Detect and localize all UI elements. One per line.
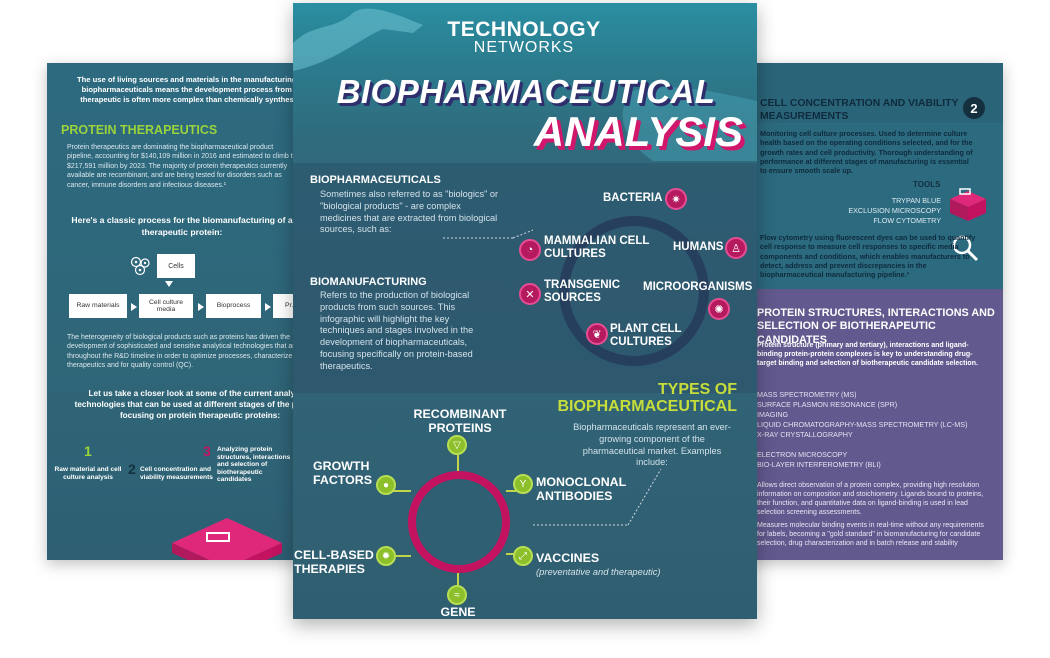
flow-cells: Cells [157,254,195,278]
cell-therapy-icon: ✹ [376,546,396,566]
type-gene-label: GENE [440,605,476,619]
type-cellbased-label: CELL-BASED THERAPIES [294,548,374,577]
left-intro: The use of living sources and materials … [77,75,337,104]
tool-item: FLOW CYTOMETRY [873,216,941,225]
center-page: TECHNOLOGY NETWORKS BIOPHARMACEUTICAL AN… [293,3,757,619]
flow-arrow [265,303,271,311]
flow-arrow-down [165,281,173,287]
step-2-number: 2 [128,461,136,477]
technique-item: MASS SPECTROMETRY (MS) [757,390,857,399]
type-recombinant-label: RECOMBINANT PROTEINS [413,407,507,436]
vaccine-icon: ⤢ [513,546,533,566]
flow-raw-materials: Raw materials [69,294,127,318]
type-vaccines-label: VACCINES [536,551,600,565]
spoke [387,555,411,557]
transgenic-icon: ✕ [519,283,541,305]
flow-arrow [131,303,137,311]
step-3-label: Analyzing protein structures, interactio… [217,446,291,484]
step-2-label: Cell concentration and viability measure… [140,466,213,481]
technique-item: X-RAY CRYSTALLOGRAPHY [757,430,853,439]
type-growth-label: GROWTH FACTORS [313,459,372,488]
protein-structures-text: Protein structure (primary and tertiary)… [757,342,978,368]
microorganism-icon: ✺ [708,298,730,320]
heterogeneity-text: The heterogeneity of biological products… [67,334,326,370]
bacteria-icon: ✷ [665,188,687,210]
biomanufacturing-heading: BIOMANUFACTURING [310,276,427,288]
spoke [457,455,459,473]
source-transgenic-label: TRANSGENIC SOURCES [544,279,621,305]
dotted-connector [533,468,662,526]
technique-item: SURFACE PLASMON RESONANCE (SPR) [757,400,898,409]
human-icon: ♙ [725,237,747,259]
brand-line-2: NETWORKS [473,39,575,56]
biomanufacturing-text: Refers to the production of biological p… [320,290,474,371]
cells-icon [130,256,150,276]
source-plant-label: PLANT CELL CULTURES [610,323,682,349]
types-text: Biopharmaceuticals represent an ever-gro… [573,422,731,468]
flow-arrow [198,303,204,311]
tool-item: TRYPAN BLUE [891,196,941,205]
type-vaccines-sub: (preventative and therapeutic) [536,566,661,577]
technique-item: ELECTRON MICROSCOPY [757,450,848,459]
tool-item: EXCLUSION MICROSCOPY [848,206,941,215]
growth-factor-icon: ● [376,475,396,495]
brand-line-1: TECHNOLOGY [447,18,601,41]
technique-item: BIO-LAYER INTERFEROMETRY (BLI) [757,460,881,469]
concentration-text: Monitoring cell culture processes. Used … [760,129,973,176]
step-3-number: 3 [203,443,211,459]
step-1-label: Raw material and cell culture analysis [54,466,122,481]
protein-icon: ▽ [447,435,467,455]
spoke [457,572,459,588]
biopharmaceuticals-heading: BIOPHARMACEUTICALS [310,174,441,186]
direct-observation-text: Allows direct observation of a protein c… [757,482,984,517]
process-heading: Here's a classic process for the biomanu… [71,215,293,237]
technique-item: LIQUID CHROMATOGRAPHY-MASS SPECTROMETRY … [757,420,968,429]
types-ring [408,471,510,573]
sources-ring [559,216,709,366]
toolbox-3d-icon [172,518,282,560]
title-line-1: BIOPHARMACEUTICAL [336,73,716,110]
source-mammalian-label: MAMMALIAN CELL CULTURES [544,235,650,261]
gene-icon: ≈ [447,585,467,605]
flow-bioprocess: Bioprocess [206,294,261,318]
type-monoclonal-label: MONOCLONAL ANTIBODIES [536,475,626,504]
protein-structures-heading: PROTEIN STRUCTURES, INTERACTIONS AND SEL… [757,307,995,346]
plant-icon: ❦ [586,323,608,345]
title-line-2: ANALYSIS [533,108,743,155]
source-humans-label: HUMANS [673,241,724,253]
biopharmaceuticals-text: Sometimes also referred to as "biologics… [320,189,499,235]
step-2-badge: 2 [963,97,985,119]
glove-hand-illustration [622,86,757,161]
glove-illustration [293,8,423,71]
concentration-heading: CELL CONCENTRATION AND VIABILITY MEASURE… [760,98,959,122]
mammalian-icon: ◔ [519,239,541,261]
tools-heading: TOOLS [913,180,941,189]
types-heading: TYPES OF BIOPHARMACEUTICAL [557,381,737,416]
protein-therapeutics-heading: PROTEIN THERAPEUTICS [61,123,218,137]
flow-cell-culture-media: Cell culture media [139,294,193,318]
antibody-icon: Y [513,474,533,494]
source-microorganisms-label: MICROORGANISMS [643,281,753,293]
magnifier-icon [952,235,979,262]
step-1-number: 1 [84,443,92,459]
closer-look-heading: Let us take a closer look at some of the… [74,389,326,421]
dotted-connector [443,229,533,239]
source-bacteria-label: BACTERIA [603,192,663,204]
toolbox-icon [950,188,986,221]
binding-events-text: Measures molecular binding events in rea… [757,522,984,548]
spoke [387,490,411,492]
protein-therapeutics-text: Protein therapeutics are dominating the … [67,144,297,189]
flow-cytometry-text: Flow cytometry using fluorescent dyes ca… [760,233,976,280]
technique-item: IMAGING [757,410,789,419]
